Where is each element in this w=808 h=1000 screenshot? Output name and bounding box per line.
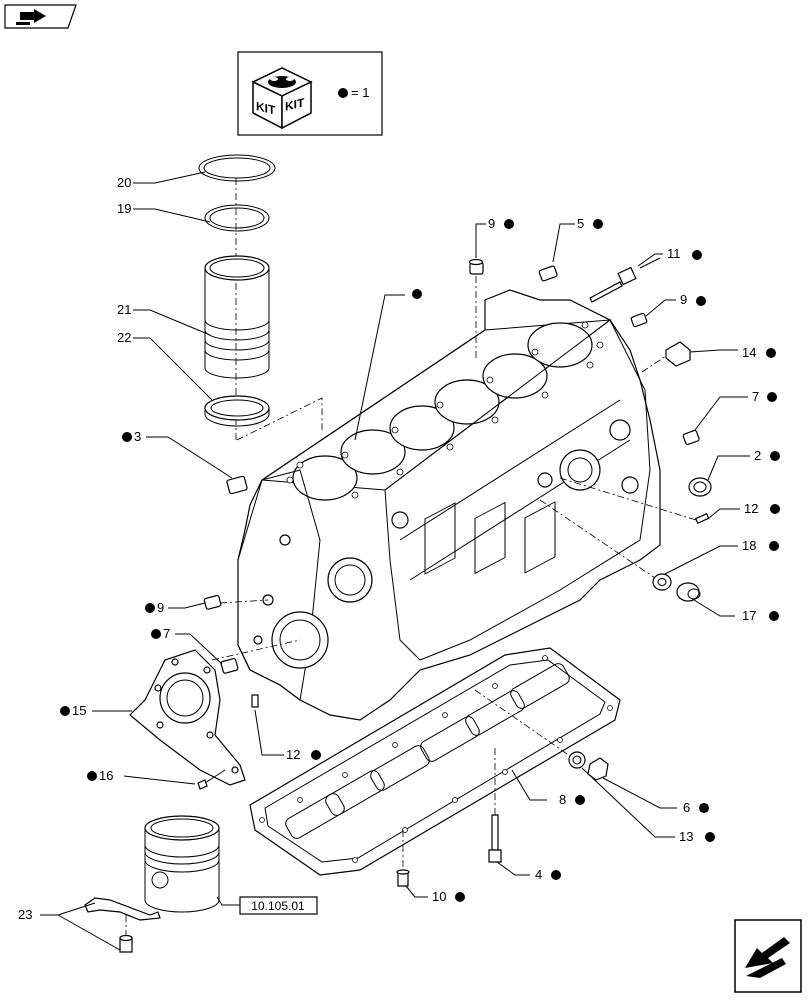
kit-bullet-dot — [338, 88, 348, 98]
callout-3[interactable]: 3 — [134, 429, 141, 444]
callout-12-right[interactable]: 12 — [744, 501, 758, 516]
kit-text-right: KIT — [285, 95, 305, 114]
callout-7-right[interactable]: 7 — [752, 389, 759, 404]
callout-19[interactable]: 19 — [117, 201, 131, 216]
kit-equals-text: = 1 — [351, 85, 369, 100]
kit-bullet-dot — [412, 289, 422, 299]
kit-bullet-dot — [504, 219, 514, 229]
kit-bullet-dot — [145, 603, 155, 613]
kit-bullet-dot — [575, 795, 585, 805]
kit-bullet-dot — [696, 296, 706, 306]
callout-11[interactable]: 11 — [667, 246, 681, 261]
kit-bullet-dot — [767, 392, 777, 402]
kit-bullet-dot — [87, 771, 97, 781]
kit-bullet-dot — [766, 348, 776, 358]
kit-bullet-dot — [60, 706, 70, 716]
kit-bullet-dot — [122, 432, 132, 442]
kit-legend: KIT KIT = 1 — [237, 51, 383, 136]
callout-5[interactable]: 5 — [577, 216, 584, 231]
callout-14[interactable]: 14 — [742, 345, 756, 360]
kit-bullet-dot — [705, 832, 715, 842]
callout-9-left[interactable]: 9 — [157, 600, 164, 615]
kit-box-icon: KIT KIT — [251, 67, 313, 130]
kit-bullet-dot — [455, 892, 465, 902]
callouts: 20 19 21 22 9 5 11 9 14 7 2 12 18 17 3 9… — [18, 175, 780, 922]
oil-nozzle — [84, 897, 161, 953]
callout-4[interactable]: 4 — [535, 867, 542, 882]
rear-seal-housing — [129, 649, 246, 786]
callout-18[interactable]: 18 — [742, 538, 756, 553]
callout-20[interactable]: 20 — [117, 175, 131, 190]
callout-8[interactable]: 8 — [559, 792, 566, 807]
kit-bullet-dot — [769, 611, 779, 621]
callout-23[interactable]: 23 — [18, 907, 32, 922]
callout-15[interactable]: 15 — [72, 703, 86, 718]
kit-bullet-dot — [770, 504, 780, 514]
piston-reference — [144, 815, 220, 913]
reference-box[interactable]: 10.105.01 — [239, 896, 318, 915]
callout-9-top[interactable]: 9 — [488, 216, 495, 231]
callout-9-right[interactable]: 9 — [680, 292, 687, 307]
callout-17[interactable]: 17 — [742, 608, 756, 623]
reference-box-text: 10.105.01 — [251, 899, 305, 913]
kit-bullet-dot — [593, 219, 603, 229]
kit-bullet-dot — [699, 803, 709, 813]
callout-12-left[interactable]: 12 — [286, 747, 300, 762]
kit-bullet-dot — [151, 629, 161, 639]
callout-13[interactable]: 13 — [679, 829, 693, 844]
kit-bullet-dot — [692, 250, 702, 260]
cylinder-liner-group — [198, 154, 323, 441]
callout-16[interactable]: 16 — [99, 768, 113, 783]
engine-block — [237, 289, 661, 721]
small-parts — [197, 257, 712, 887]
kit-bullet-dot — [770, 451, 780, 461]
kit-text-left: KIT — [256, 99, 276, 118]
callout-6[interactable]: 6 — [683, 800, 690, 815]
kit-bullet-dot — [551, 870, 561, 880]
next-page-arrow-icon[interactable] — [734, 919, 802, 993]
kit-bullet-dot — [311, 750, 321, 760]
kit-bullet-dot — [769, 541, 779, 551]
callout-22[interactable]: 22 — [117, 330, 131, 345]
callout-7-left[interactable]: 7 — [163, 626, 170, 641]
callout-21[interactable]: 21 — [117, 302, 131, 317]
leader-lines — [40, 171, 750, 951]
callout-2[interactable]: 2 — [754, 448, 761, 463]
book-arrow-icon[interactable] — [4, 4, 77, 29]
oil-pan-gasket — [249, 647, 621, 876]
callout-10[interactable]: 10 — [432, 889, 446, 904]
